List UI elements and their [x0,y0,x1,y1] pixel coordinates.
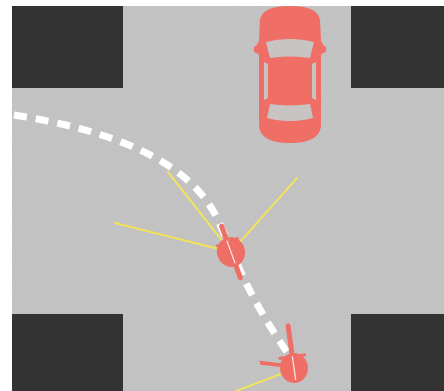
building-block-top-right [351,6,444,88]
building-block-bottom-left [12,314,123,391]
building-block-bottom-right [351,314,444,391]
car-windshield [266,39,314,58]
car [254,6,326,143]
car-side-window-left [264,62,268,100]
car-rear-window [267,104,313,121]
building-block-top-left [12,6,123,88]
car-side-window-right [312,62,316,100]
